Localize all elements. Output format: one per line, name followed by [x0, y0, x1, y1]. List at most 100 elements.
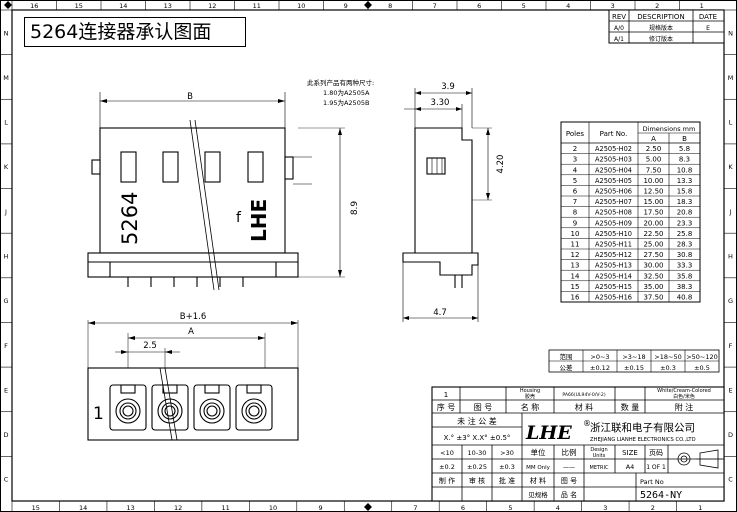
svg-text:制 作: 制 作 — [439, 476, 455, 485]
poles-cell: 12 — [571, 251, 580, 259]
part-no-cell: A2505-H06 — [595, 188, 632, 196]
tolerance-angles: X.° ±3° X.X° ±0.5° — [444, 434, 511, 442]
dim-b-cell: 15.8 — [677, 188, 693, 196]
bottom-view — [87, 320, 299, 441]
rev-cell: A/0 — [614, 25, 624, 32]
scale-label: 比例 — [562, 447, 577, 457]
svg-text:图 号: 图 号 — [561, 477, 577, 485]
dim-b-cell: 30.8 — [677, 251, 693, 259]
size-label: SIZE — [622, 449, 638, 457]
zone-row-right: K — [728, 163, 733, 171]
zone-row-left: M — [3, 74, 9, 82]
marking-f: f — [236, 210, 242, 226]
dim-a-cell: 5.00 — [646, 156, 662, 164]
side-view — [402, 88, 492, 322]
svg-text:±0.2: ±0.2 — [439, 463, 455, 471]
size-note: 此系列产品有两种尺寸: 1.80为A2505A 1.95为A2505B — [307, 78, 374, 107]
rev-desc-cell: 修订版本 — [649, 35, 673, 43]
zone-row-right: J — [729, 208, 732, 216]
dim-a-cell: 10.00 — [643, 177, 663, 185]
header-remark: 附 注 — [675, 402, 694, 412]
poles-cell: 14 — [571, 272, 580, 280]
dim-3-30: 3.30 — [431, 98, 450, 108]
zone-col-bottom: 2 — [651, 504, 655, 512]
dim-3-9: 3.9 — [441, 82, 455, 92]
unit-value: MM Only — [526, 465, 551, 471]
dim-a-cell: 17.50 — [643, 209, 663, 217]
svg-text:批 准: 批 准 — [499, 476, 515, 485]
zone-col-bottom: 11 — [221, 504, 229, 512]
zone-col-bottom: 5 — [508, 504, 512, 512]
svg-text:范围: 范围 — [560, 352, 573, 361]
svg-text:审 核: 审 核 — [469, 476, 485, 485]
dimensions-header: Dimensions mm — [643, 125, 696, 133]
centering-mark — [4, 1, 12, 9]
part-no-cell: A2505-H05 — [595, 177, 632, 185]
part-no-label: Part No — [640, 478, 664, 486]
note-line-3: 1.95为A2505B — [323, 98, 369, 107]
part-no-value: 5264-NY — [640, 490, 682, 501]
svg-text:>30: >30 — [500, 449, 514, 457]
dim-a-cell: 7.50 — [646, 166, 662, 174]
dim-a-header: A — [651, 135, 656, 143]
zone-row-right: H — [728, 253, 733, 261]
svg-text:>50~120: >50~120 — [686, 353, 718, 361]
poles-cell: 4 — [573, 166, 578, 174]
zone-row-right: D — [728, 431, 733, 439]
zone-row-left: G — [3, 297, 8, 305]
dim-b-cell: 28.3 — [677, 241, 693, 249]
part-no-cell: A2505-H10 — [595, 230, 632, 238]
zone-row-left: N — [4, 29, 9, 37]
part-no-header: Part No. — [600, 130, 628, 138]
bom-note-top: White/Cream-Colored — [657, 388, 711, 394]
dim-a-cell: 30.00 — [643, 262, 663, 270]
size-value: A4 — [626, 463, 635, 471]
tolerance-table: 范围 公差 >0~3 >3~18 >18~50 >50~120 ±0.12 ±0… — [548, 349, 720, 373]
zone-col-bottom: 10 — [269, 504, 277, 512]
revision-block: REV DESCRIPTION DATE A/0 规格版本 E A/1 修订版本 — [608, 9, 725, 44]
unit-label: 单位 — [531, 447, 546, 457]
header-qty: 数 量 — [621, 402, 640, 412]
svg-text:±0.3: ±0.3 — [499, 463, 515, 471]
zone-row-right: L — [729, 119, 733, 127]
dim-pitch: 2.5 — [143, 341, 157, 351]
part-no-cell: A2505-H02 — [595, 145, 632, 153]
dim-b-cell: 33.3 — [677, 262, 693, 270]
poles-cell: 15 — [571, 283, 580, 291]
zone-col-bottom: 3 — [603, 504, 607, 512]
part-no-cell: A2505-H15 — [595, 283, 632, 291]
svg-text:>0~3: >0~3 — [590, 353, 609, 361]
note-line-2: 1.80为A2505A — [323, 88, 370, 97]
rev-cell: A/1 — [614, 36, 624, 43]
zone-col-top: 6 — [477, 2, 481, 10]
company-logo: LHE — [525, 422, 572, 444]
zone-col-bottom: 1 — [698, 504, 702, 512]
part-no-cell: A2505-H11 — [595, 241, 632, 249]
poles-cell: 6 — [573, 188, 578, 196]
part-no-cell: A2505-H04 — [595, 166, 632, 174]
poles-cell: 16 — [571, 294, 580, 302]
zone-col-top: 12 — [208, 2, 216, 10]
zone-col-top: 3 — [611, 2, 615, 10]
part-no-cell: A2505-H03 — [595, 156, 632, 164]
dim-b-cell: 23.3 — [677, 219, 693, 227]
zone-col-top: 8 — [388, 2, 392, 10]
poles-header: Poles — [566, 130, 585, 138]
title-block — [431, 386, 725, 502]
dim-height-label: 8.9 — [350, 201, 360, 216]
dim-b-cell: 13.3 — [677, 177, 693, 185]
bom-spec: PA66(UL94V-0/V-2) — [562, 392, 605, 398]
bom-no: 1 — [444, 391, 448, 399]
company-name-en: ZHEJIANG LIANHE ELECTRONICS CO.,LTD — [590, 437, 696, 443]
zone-row-left: E — [4, 386, 8, 394]
zone-row-left: H — [4, 253, 9, 261]
svg-text:公差: 公差 — [560, 363, 574, 372]
zone-row-right: E — [728, 386, 732, 394]
poles-cell: 10 — [571, 230, 580, 238]
dim-a-cell: 25.00 — [643, 241, 663, 249]
scale-value: —— — [563, 464, 575, 471]
dim-b-cell: 20.8 — [677, 209, 693, 217]
